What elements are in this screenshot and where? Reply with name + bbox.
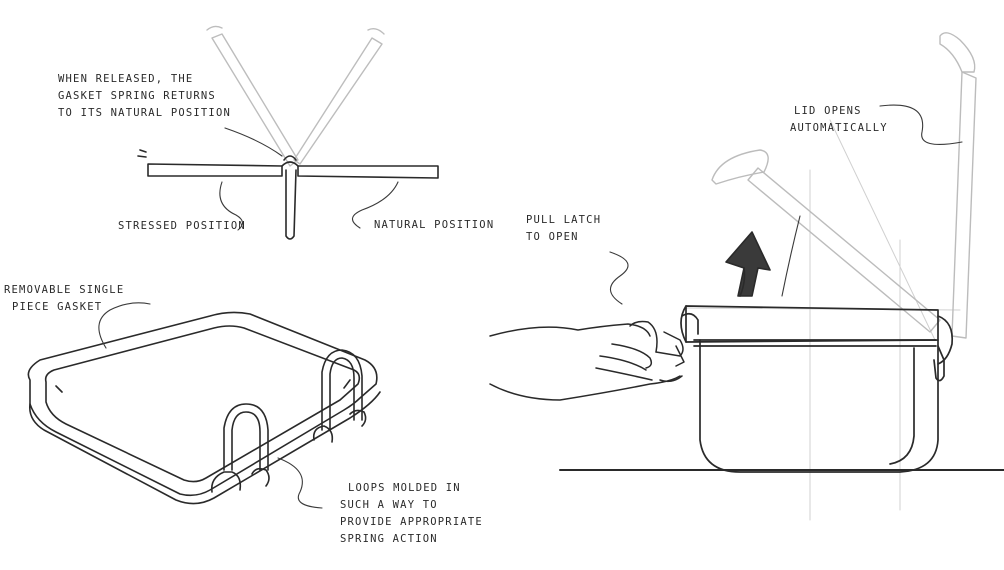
gasket-spring-note-line-2: gasket spring returns bbox=[58, 90, 216, 102]
lid-leaders bbox=[609, 104, 963, 305]
lid-opens-note-line-1: Lid opens bbox=[794, 105, 862, 117]
hand-drawing bbox=[489, 320, 685, 401]
gasket-spring-note-line-3: to its natural position bbox=[58, 107, 231, 119]
removable-gasket-drawing bbox=[27, 302, 381, 509]
removable-gasket-note-line-1: Removable single bbox=[4, 284, 125, 296]
gasket-spring-note: When released, the gasket spring returns… bbox=[58, 71, 231, 122]
pull-latch-note-line-1: Pull latch bbox=[526, 214, 602, 226]
released-position-ghost bbox=[206, 25, 385, 167]
lid-opens-note-line-2: automatically bbox=[790, 122, 888, 134]
removable-gasket-note-line-2: piece gasket bbox=[12, 301, 103, 313]
stressed-position-label: Stressed position bbox=[118, 220, 246, 232]
removable-gasket-note: Removable single piece gasket bbox=[4, 282, 124, 316]
gasket-loop-front bbox=[210, 403, 270, 493]
loops-note-line-3: provide appropriate bbox=[340, 516, 483, 528]
loops-note-line-4: spring action bbox=[340, 533, 438, 545]
loops-note: Loops molded in such a way to provide ap… bbox=[340, 480, 483, 548]
lid-opens-note: Lid opens automatically bbox=[790, 103, 888, 137]
lid-ghost-mid bbox=[711, 149, 941, 333]
gasket-leaders bbox=[98, 302, 323, 509]
gasket-stem bbox=[281, 155, 299, 240]
loops-note-line-2: such a way to bbox=[340, 499, 438, 511]
open-arrow bbox=[725, 231, 771, 297]
gasket-loop-back bbox=[312, 349, 367, 443]
pull-latch-note: Pull latch to open bbox=[526, 212, 601, 246]
natural-position-label: Natural position bbox=[374, 219, 495, 231]
gasket-spring-note-line-1: When released, the bbox=[58, 73, 194, 85]
lid-ghost-vertical bbox=[939, 32, 977, 339]
stressed-arm bbox=[137, 149, 439, 179]
lid-opening-drawing bbox=[489, 32, 1004, 521]
loops-note-line-1: Loops molded in bbox=[348, 482, 461, 494]
gasket-spring-detail bbox=[137, 25, 439, 240]
pull-latch-note-line-2: to open bbox=[526, 231, 579, 243]
gasket-spring-leaders bbox=[219, 127, 399, 231]
container-body bbox=[680, 305, 954, 473]
